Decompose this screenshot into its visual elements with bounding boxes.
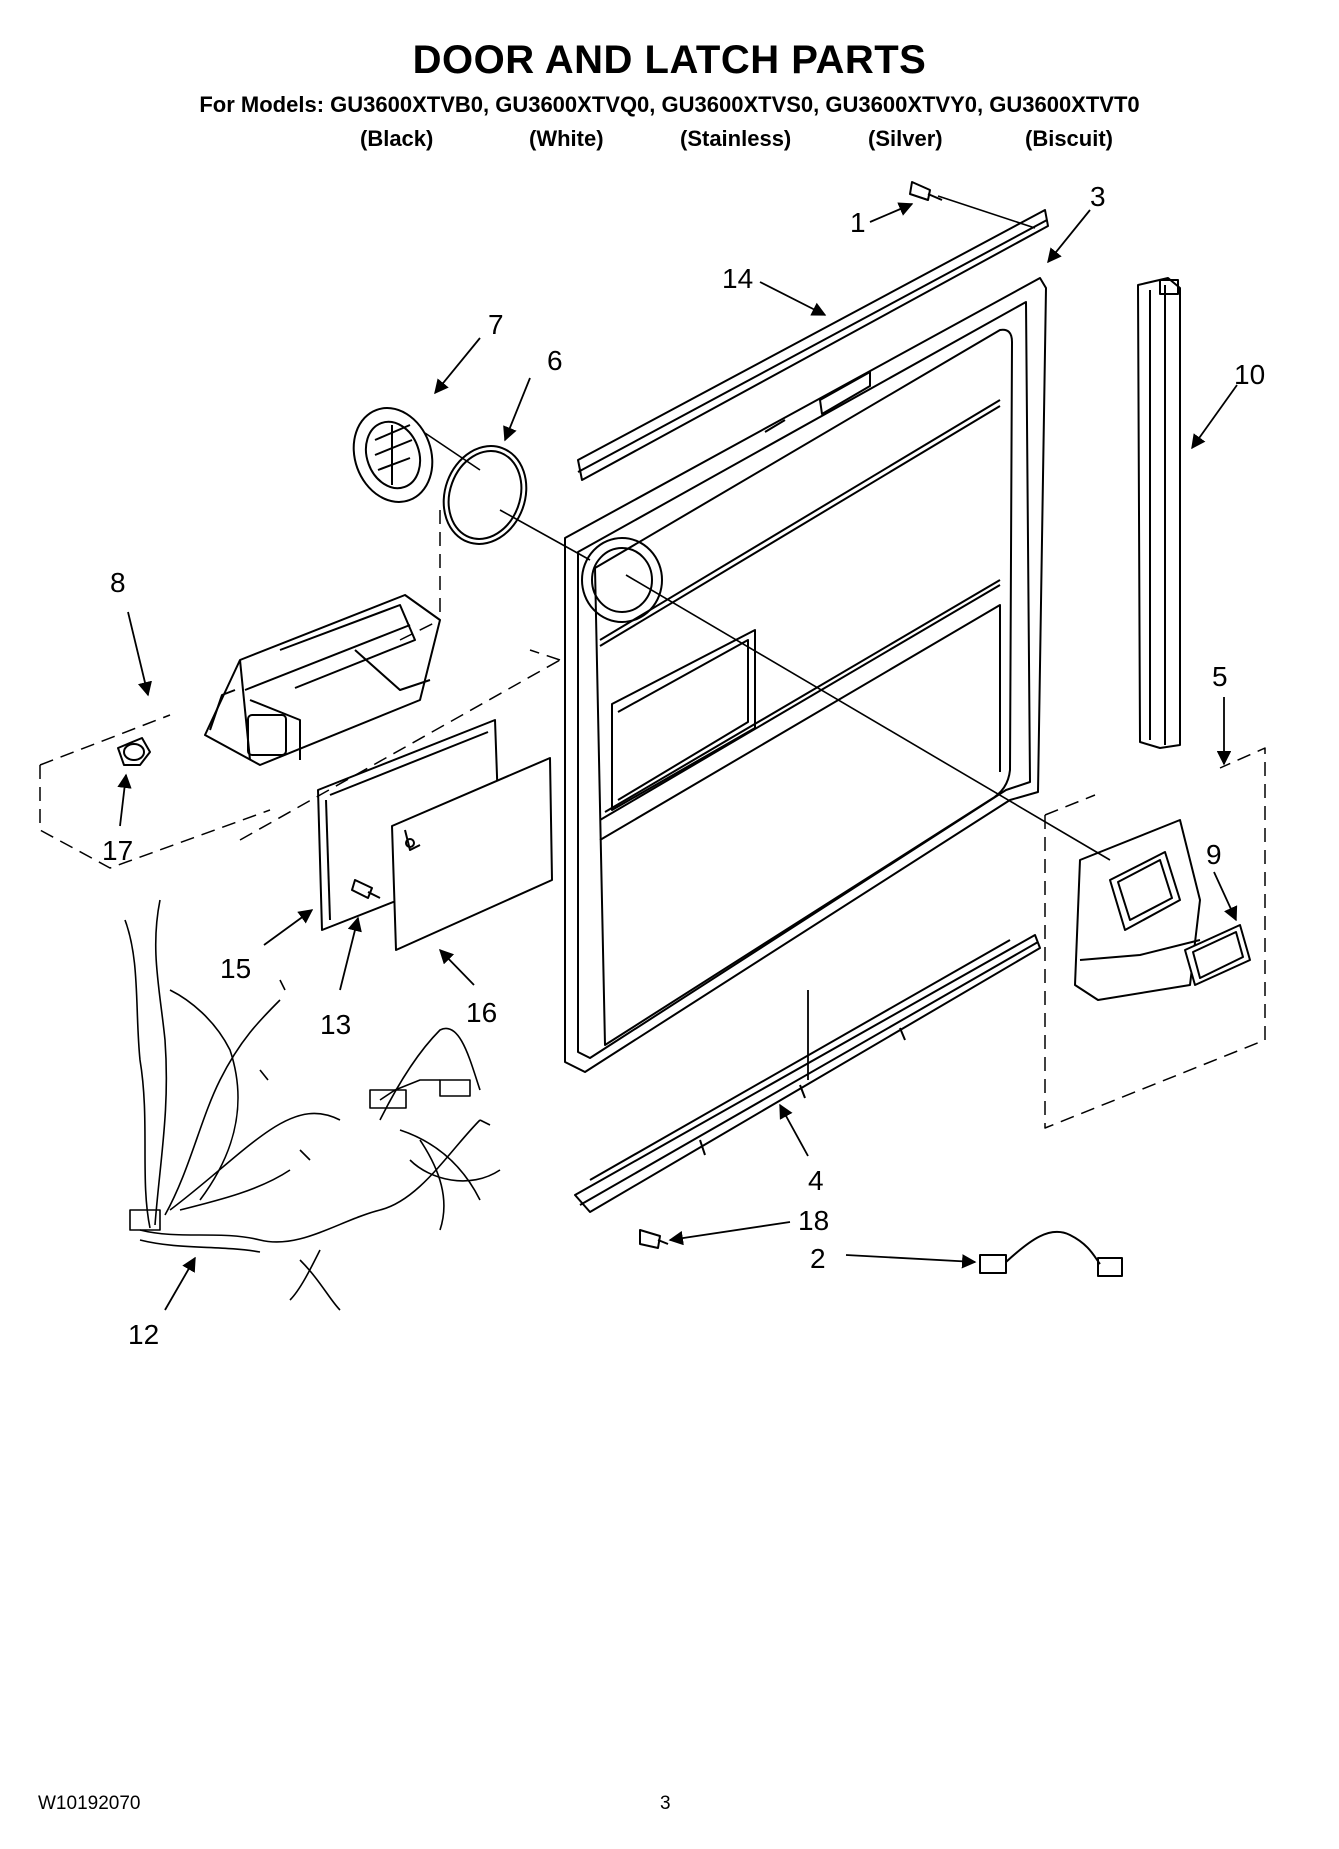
callout-4: 4: [808, 1165, 824, 1196]
color-black: (Black): [360, 126, 434, 151]
callout-5: 5: [1212, 661, 1228, 692]
control-board: [391, 757, 553, 951]
callout-15: 15: [220, 953, 251, 984]
top-trim-strip: [577, 209, 1049, 481]
callout-18: 18: [798, 1205, 829, 1236]
vent-cover: [352, 407, 434, 503]
page-number: 3: [660, 1793, 671, 1814]
callout-12: 12: [128, 1319, 159, 1350]
callout-10: 10: [1234, 359, 1265, 390]
callout-1: 1: [850, 207, 866, 238]
cap-17: [117, 737, 151, 766]
callout-16: 16: [466, 997, 497, 1028]
group-outline-8: [39, 510, 561, 869]
door-inner-panel: [564, 277, 1047, 1073]
callout-labels: 1 3 14 7 6 10 8 5 17 9 15 13 16 4 18 2 1…: [102, 181, 1265, 1350]
screw-13: [351, 879, 381, 899]
screw-1: [909, 181, 943, 201]
callout-6: 6: [547, 345, 563, 376]
group-outline-5: [1044, 747, 1266, 1129]
color-biscuit: (Biscuit): [1025, 126, 1113, 151]
callout-14: 14: [722, 263, 753, 294]
wiring-harness: [124, 899, 501, 1311]
models-line: For Models: GU3600XTVB0, GU3600XTVQ0, GU…: [199, 92, 1140, 117]
screw-18: [639, 1229, 669, 1249]
color-stainless: (Stainless): [680, 126, 792, 151]
document-number: W10192070: [38, 1793, 141, 1814]
vent-seal-ring: [442, 445, 528, 545]
vent-latch-assembly: [204, 594, 441, 766]
wire-jumper: [979, 1230, 1123, 1277]
callout-7: 7: [488, 309, 504, 340]
callout-3: 3: [1090, 181, 1106, 212]
color-silver: (Silver): [868, 126, 943, 151]
latch-gasket: [1184, 924, 1251, 986]
callout-8: 8: [110, 567, 126, 598]
callout-2: 2: [810, 1243, 826, 1274]
page-title: DOOR AND LATCH PARTS: [412, 38, 927, 82]
latch-assembly: [1074, 819, 1201, 1001]
callout-arrows: [117, 202, 1238, 1311]
assembly-leader-lines: [424, 195, 1111, 861]
door-side-gasket: [1137, 277, 1181, 749]
callout-17: 17: [102, 835, 133, 866]
callout-9: 9: [1206, 839, 1222, 870]
color-white: (White): [529, 126, 604, 151]
callout-13: 13: [320, 1009, 351, 1040]
